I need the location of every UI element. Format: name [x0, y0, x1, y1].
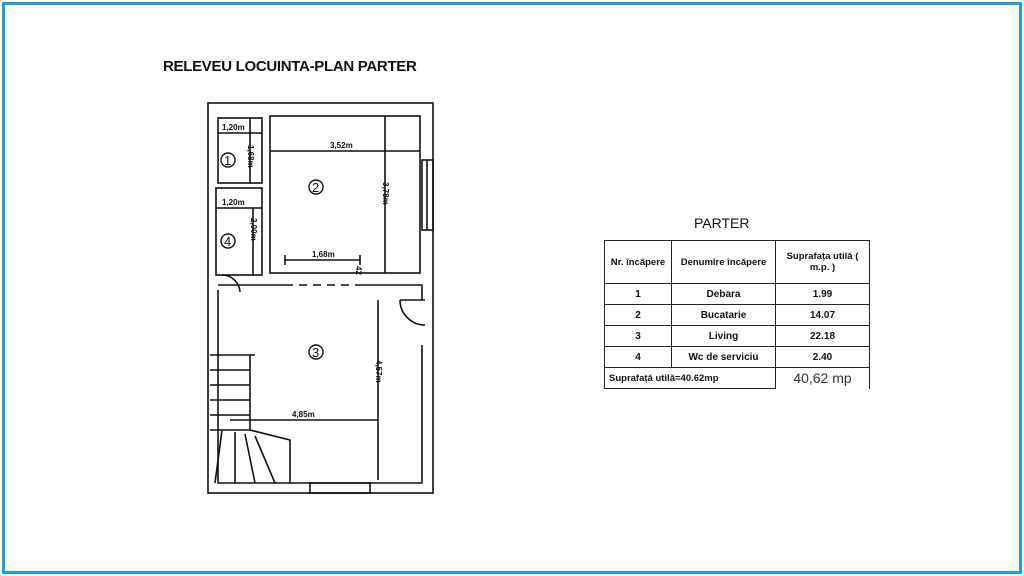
dim-r2-h: 3,78m [381, 182, 390, 205]
door-right [399, 299, 426, 326]
dim-r3-h: 4,57m [374, 360, 383, 383]
dim-r2-w: 3,52m [330, 141, 353, 150]
dim-r2-opening: 1,68m [312, 250, 335, 259]
plan-title: RELEVEU LOCUINTA-PLAN PARTER [163, 58, 417, 75]
room-3-label: 3 [312, 345, 319, 360]
table-title: PARTER [694, 215, 750, 231]
dim-r3-w: 4,85m [292, 410, 315, 419]
dim-r2-wall: 42 [354, 266, 363, 275]
header-name: Denumire încăpere [671, 240, 776, 284]
header-area: Suprafața utilă ( m.p. ) [775, 240, 870, 284]
header-nr: Nr. încăpere [604, 240, 672, 284]
room-2-outline [269, 115, 421, 274]
rooms-table: Nr. încăpere Denumire încăpere Suprafața… [604, 240, 870, 389]
dim-r1-w: 1,20m [222, 123, 245, 132]
room-2-label: 2 [312, 180, 319, 195]
room-4-outline [215, 187, 263, 276]
outer-wall [207, 102, 434, 494]
door-wc [221, 274, 241, 293]
window-bottom [309, 482, 371, 494]
total-value: 40,62 mp [775, 367, 870, 389]
stairs [210, 354, 291, 484]
room-4-label: 4 [224, 234, 231, 249]
room-1-outline [217, 117, 263, 184]
room-1-label: 1 [224, 153, 231, 168]
total-row: Suprafață utilă=40.62mp 40,62 mp [604, 367, 870, 389]
dim-r1-h: 1,68m [246, 145, 255, 168]
total-label: Suprafață utilă=40.62mp [604, 367, 776, 389]
dim-r4-h: 2,00m [249, 218, 258, 241]
dim-r4-w: 1,20m [222, 198, 245, 207]
